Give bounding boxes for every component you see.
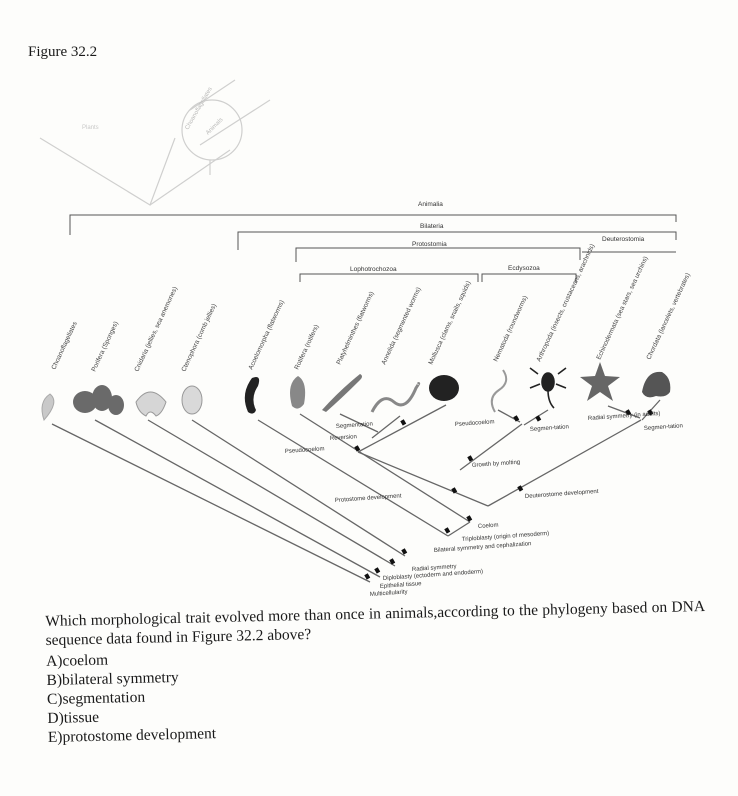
- taxon-label-choanoflagellates: Choanoflagellates: [50, 320, 79, 371]
- sponge-icon: [73, 385, 124, 415]
- clade-lophotrochozoa: Lophotrochozoa: [350, 266, 397, 273]
- sea-star-icon: [580, 362, 620, 401]
- marker-diploblasty: [389, 558, 396, 565]
- frog-icon: [642, 371, 671, 398]
- taxon-labels: Choanoflagellates Porifera (Sponges) Cni…: [50, 243, 691, 373]
- inset-tree: Plants Choanoflagellates Animals: [39, 79, 271, 206]
- clade-ecdysozoa: Ecdysozoa: [508, 265, 540, 272]
- question-block: Which morphological trait evolved more t…: [45, 597, 708, 747]
- taxon-label-mollusca: Mollusca (clams, snails, squids): [427, 280, 472, 366]
- marker-bilateral: [401, 548, 408, 555]
- trait-label-deuterostome-dev: Deuterostome development: [525, 489, 599, 500]
- trait-label-multicellularity: Multicellularity: [370, 589, 408, 598]
- acoel-worm-icon: [244, 377, 260, 414]
- taxon-label-acoelomorpha: Acoelomorpha (flatworms): [247, 299, 285, 371]
- marker-triploblasty: [444, 527, 451, 534]
- marker-molting: [467, 455, 474, 462]
- inset-circle-label-2: Animals: [205, 117, 224, 136]
- figure-title: Figure 32.2: [28, 44, 98, 60]
- rotifer-icon: [290, 376, 306, 409]
- taxon-label-echinodermata: Echinodermata (sea stars, sea urchins): [595, 255, 649, 360]
- inset-circle-label-1: Choanoflagellates: [185, 86, 214, 131]
- trait-label-pseudocoelom-nematode: Pseudocoelom: [455, 419, 495, 428]
- phylogeny-diagram: Plants Choanoflagellates Animals Animali…: [39, 79, 692, 598]
- trait-label-coelom: Coelom: [478, 523, 499, 530]
- trait-label-radial: Radial symmetry: [412, 564, 457, 573]
- trait-label-reversion: Reversion: [330, 434, 357, 442]
- answer-options: A)coelom B)bilateral symmetry C)segmenta…: [46, 637, 708, 747]
- taxon-label-arthropoda: Arthropoda (insects, crustaceans, arachn…: [535, 243, 596, 363]
- marker-radial-adults: [625, 409, 632, 416]
- trait-label-growth-molting: Growth by molting: [472, 460, 521, 469]
- taxon-label-cnidaria: Cnidaria (jellies, sea anemones): [133, 286, 179, 373]
- trait-label-triploblasty: Triploblasty (origin of mesoderm): [462, 531, 550, 543]
- inset-plants-label: Plants: [82, 125, 99, 131]
- marker-protostome: [451, 487, 458, 494]
- taxon-label-nematoda: Nematoda (roundworms): [492, 295, 529, 363]
- marker-segmentation-chordate: [647, 409, 654, 416]
- segmented-worm-icon: [370, 382, 421, 413]
- trait-label-segmentation-annelid: Segmentation: [336, 421, 373, 430]
- trait-label-bilateral: Bilateral symmetry and cephalization: [434, 541, 532, 554]
- trait-label-segmentation-chordate: Segmen-tation: [644, 423, 683, 432]
- marker-coelom: [466, 515, 473, 522]
- flatworm-icon: [322, 374, 362, 412]
- clade-protostomia: Protostomia: [412, 241, 447, 248]
- taxon-label-platyhelminthes: Platyhelminthes (flatworms): [335, 291, 375, 366]
- marker-multicellularity: [364, 573, 371, 580]
- marker-pseudocoelom-nematode: [513, 415, 520, 422]
- organism-icons: [41, 362, 671, 421]
- clade-deuterostomia: Deuterostomia: [602, 236, 645, 243]
- marker-segmentation-annelid: [400, 419, 407, 426]
- choanoflagellate-icon: [41, 393, 55, 421]
- marker-deuterostome: [517, 485, 524, 492]
- jellyfish-icon: [135, 391, 167, 417]
- marker-epithelial: [374, 567, 381, 574]
- trait-label-protostome-dev: Protostome development: [335, 493, 402, 504]
- taxon-label-ctenophora: Ctenophora (comb jellies): [180, 303, 218, 373]
- arthropod-icon: [529, 367, 567, 409]
- comb-jelly-icon: [181, 385, 203, 415]
- marker-segmentation-arthropod: [535, 415, 542, 422]
- clade-bilateria: Bilateria: [420, 223, 444, 230]
- roundworm-icon: [490, 369, 508, 413]
- taxon-label-rotifera: Rotifera (rotifers): [293, 324, 320, 371]
- clade-animalia: Animalia: [418, 201, 443, 208]
- mollusk-icon: [429, 375, 459, 401]
- trait-label-radial-adults: Radial symmetry (in adults): [588, 411, 661, 422]
- taxon-label-annelida: Annelida (segmented worms): [380, 286, 422, 366]
- clade-brackets: [69, 214, 677, 282]
- trait-label-segmentation-arthropod: Segmen-tation: [530, 424, 569, 433]
- taxon-label-porifera: Porifera (Sponges): [90, 320, 119, 372]
- taxon-label-chordata: Chordata (lancelets, vertebrates): [645, 272, 691, 361]
- marker-pseudocoelom-rotifer: [354, 445, 361, 452]
- trait-markers: [354, 409, 654, 580]
- trait-label-pseudocoelom-rotifer: Pseudocoelom: [285, 446, 325, 455]
- trait-label-epithelial: Epithelial tissue: [380, 581, 423, 590]
